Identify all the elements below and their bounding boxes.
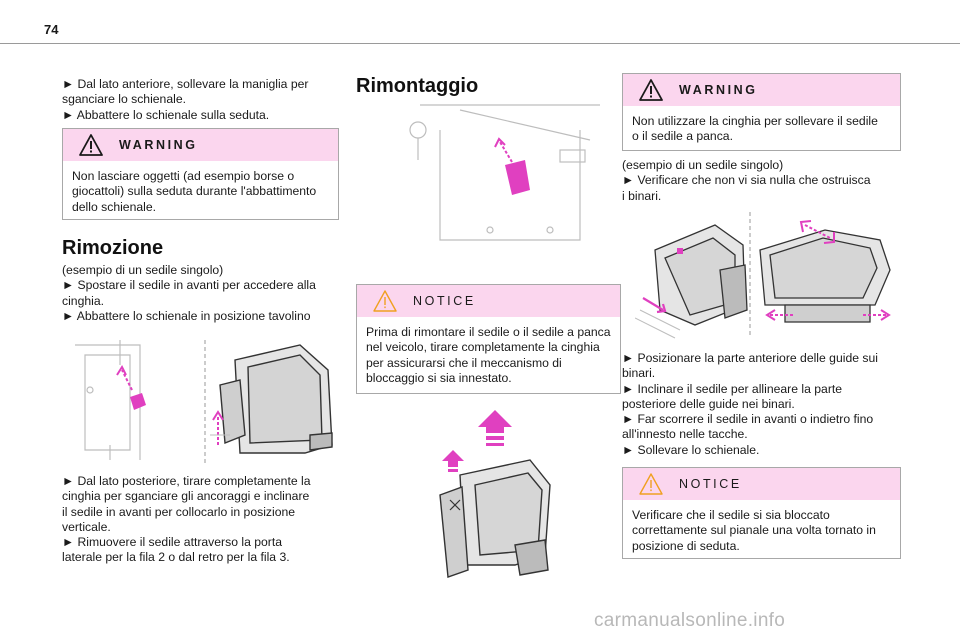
notice-title: NOTICE <box>413 294 476 308</box>
warning-body: Non lasciare oggetti (ad esempio borse o… <box>72 169 317 214</box>
notice-title-2: NOTICE <box>679 477 742 491</box>
warning-box-2: WARNING Non utilizzare la cinghia per so… <box>622 73 901 151</box>
warning-triangle-icon <box>639 79 663 101</box>
heading-rimozione: Rimozione <box>62 237 164 259</box>
big-up-arrow-icon <box>478 410 512 446</box>
rail-arrows-icon <box>765 309 891 321</box>
refit-steps-2: ► Posizionare la parte anteriore delle g… <box>622 351 878 457</box>
upright-seat <box>439 459 551 578</box>
watermark: carmanualsonline.info <box>594 610 786 631</box>
notice-triangle-icon <box>639 473 663 495</box>
warning-title: WARNING <box>119 138 198 152</box>
notice-body-2: Verificare che il sedile si sia bloccato… <box>632 508 876 553</box>
page-number: 74 <box>44 22 59 37</box>
notice-box-2: NOTICE Verificare che il sedile si sia b… <box>622 467 901 559</box>
intro-instructions: ► Dal lato anteriore, sollevare la manig… <box>62 77 309 122</box>
warning-triangle-icon <box>79 134 103 156</box>
strap-handle <box>505 160 530 195</box>
up-arrow-icon <box>212 410 224 445</box>
rails-illustration <box>635 212 891 339</box>
lowered-seat <box>759 229 891 323</box>
refit-seat-illustration <box>439 410 551 578</box>
warning-body-2: Non utilizzare la cinghia per sollevare … <box>632 114 878 144</box>
lift-arrow-icon <box>799 220 835 244</box>
header-rule <box>0 43 960 44</box>
strap-handle <box>130 393 146 410</box>
slide-arrow-icon <box>642 297 667 314</box>
small-up-arrow-icon <box>442 450 464 472</box>
pull-arrow-icon <box>494 137 513 163</box>
refit-illustration <box>409 104 600 241</box>
notice-body: Prima di rimontare il sedile o il sedile… <box>366 325 611 385</box>
pull-arrow-icon <box>116 364 133 391</box>
removal-illustration <box>75 340 333 463</box>
warning-title-2: WARNING <box>679 83 758 97</box>
heading-rimontaggio: Rimontaggio <box>356 75 479 97</box>
removal-steps-2: ► Dal lato posteriore, tirare completame… <box>62 474 311 565</box>
removal-steps: (esempio di un sedile singolo) ► Spostar… <box>62 263 316 323</box>
notice-header-2: NOTICE <box>623 468 900 500</box>
tilted-seat <box>654 224 748 326</box>
refit-steps: (esempio di un sedile singolo) ► Verific… <box>622 158 871 203</box>
warning-box: WARNING Non lasciare oggetti (ad esempio… <box>62 128 339 220</box>
warning-header: WARNING <box>63 129 338 161</box>
notice-box: NOTICE Prima di rimontare il sedile o il… <box>356 284 621 394</box>
warning-header-2: WARNING <box>623 74 900 106</box>
notice-header: NOTICE <box>357 285 620 317</box>
folded-seat <box>219 344 333 454</box>
notice-triangle-icon <box>373 290 397 312</box>
